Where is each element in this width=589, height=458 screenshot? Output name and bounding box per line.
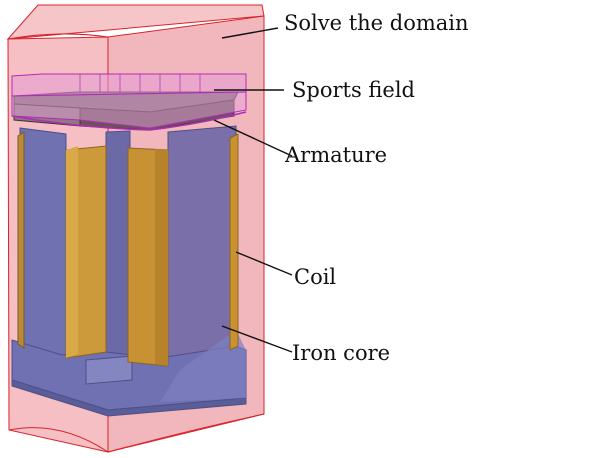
iron-core [11, 125, 247, 417]
label-armature: Armature [284, 143, 387, 167]
coil-front-right-face [155, 149, 168, 366]
core-left-leg [19, 127, 67, 361]
field-lower-edge [11, 111, 247, 131]
coil-left-side [17, 131, 25, 349]
leader-lines [213, 27, 293, 353]
leader-core [221, 325, 293, 353]
coil-front-left-face [66, 146, 78, 358]
domain-top-curve [7, 33, 109, 40]
label-sports-field: Sports field [292, 78, 415, 102]
domain-back-top [6, 4, 265, 40]
core-base-shade [160, 330, 246, 402]
leader-armature [213, 119, 293, 157]
coil-right-side [229, 133, 239, 351]
coils [17, 131, 239, 367]
leader-domain [221, 27, 279, 39]
core-base-front [11, 379, 247, 417]
label-coil: Coil [294, 265, 336, 289]
core-base-notch [85, 355, 133, 385]
core-right-leg [167, 125, 237, 369]
label-solve-domain: Solve the domain [284, 11, 469, 35]
leader-coil [235, 251, 293, 276]
sports-field-region [11, 73, 247, 131]
core-centre-leg [105, 130, 131, 359]
field-top-face [11, 73, 247, 97]
label-iron-core: Iron core [292, 341, 390, 365]
